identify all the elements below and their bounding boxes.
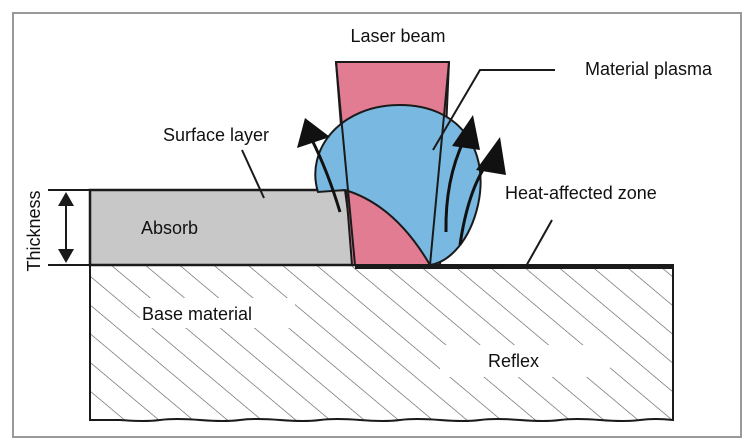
thickness-arrow-down — [58, 249, 74, 263]
base-material-block — [89, 264, 674, 422]
plasma-arrow-left-head — [297, 118, 330, 148]
surface-layer-label: Surface layer — [163, 125, 269, 145]
absorb-label: Absorb — [141, 218, 198, 238]
base-material-label-bg — [140, 298, 295, 328]
reflex-label: Reflex — [488, 351, 539, 371]
plasma-arrow-right-head — [476, 137, 506, 175]
thickness-arrow-up — [58, 192, 74, 206]
material-plasma — [314, 103, 482, 267]
heat-affected-leader — [524, 219, 553, 269]
heat-affected-zone-label: Heat-affected zone — [505, 183, 657, 203]
beam-edge-left — [335, 61, 356, 266]
thickness-label: Thickness — [24, 190, 44, 271]
plasma-arrow-left — [310, 139, 342, 213]
reflex-label-bg — [440, 345, 610, 377]
laser-beam-label: Laser beam — [350, 26, 445, 46]
surface-layer-leader — [241, 149, 265, 199]
plasma-arrow-mid-head — [452, 115, 480, 150]
beam-edge-right — [429, 61, 450, 266]
base-material-label: Base material — [142, 304, 252, 324]
plasma-arrow-mid — [444, 139, 466, 233]
material-plasma-label: Material plasma — [585, 59, 713, 79]
material-plasma-leader — [432, 69, 555, 151]
